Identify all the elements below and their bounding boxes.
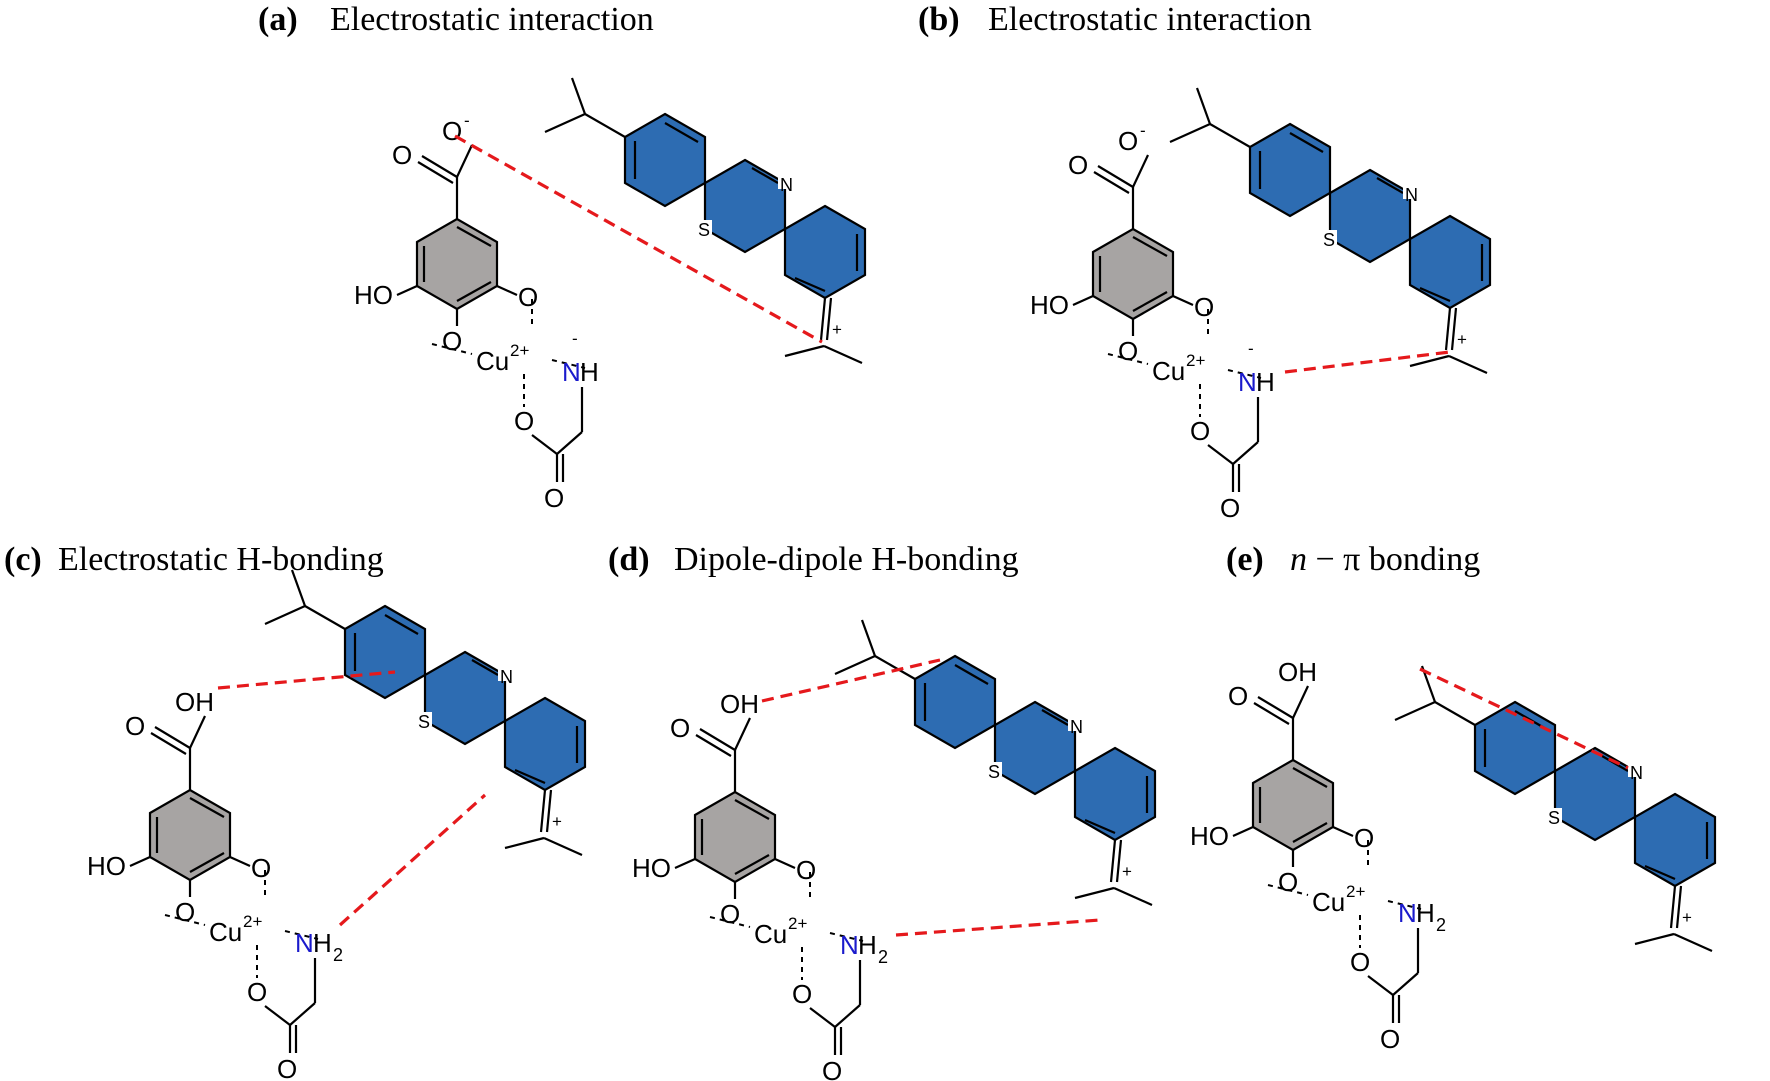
amide-charge-label: - [1248,339,1254,358]
methylene-blue-e [1393,664,1717,953]
copper-complex-e: OH N H 2 [1188,657,1446,1056]
copper-complex-b: O - N H - [1028,121,1275,525]
panel-e-title-text: n − π bonding [1290,541,1480,578]
amine-h-label: H [858,930,877,960]
panel-d-tag: (d) [608,541,650,578]
panel-b-tag: (b) [918,1,960,38]
amine-h-label: H [313,928,332,958]
panel-c-tag: (c) [4,541,42,578]
panel-d-title-text: Dipole-dipole H-bonding [674,541,1019,578]
panel-a-title-text: Electrostatic interaction [330,1,654,38]
panel-c-title-text: Electrostatic H-bonding [58,541,384,578]
copper-complex-d: OH N H 2 [630,689,888,1081]
panel-e-tag: (e) [1226,541,1264,578]
panel-a-title: (a) Electrostatic interaction [258,1,654,38]
amine-h2-label: 2 [878,947,888,967]
amide-n-label: N [562,357,581,387]
acid-oh-label: OH [1278,657,1317,687]
carboxylate-o-label: O [1118,126,1138,156]
panel-a: O - N H - [352,76,867,515]
carboxylate-charge-label: - [1140,121,1146,140]
methylene-blue-c [263,568,587,857]
panel-e-title: (e) n − π bonding [1226,541,1480,578]
amine-h2-label: 2 [333,945,343,965]
panel-e: OH N H 2 [1188,657,1717,1056]
panel-c-title: (c) Electrostatic H-bonding [4,541,384,578]
panel-b: O - N H - [1028,86,1492,525]
acid-oh-label: OH [175,687,214,717]
amine-n-label: N [1398,898,1417,928]
h-bond-line-c1 [217,670,396,690]
panel-a-tag: (a) [258,1,298,38]
panel-b-title: (b) Electrostatic interaction [918,1,1312,38]
panel-d-title: (d) Dipole-dipole H-bonding [608,541,1019,578]
copper-complex-a: O - N H - [352,111,599,515]
panel-c: OH N H 2 [85,568,587,1081]
h-bond-line-d2 [895,918,1101,937]
panel-b-title-text: Electrostatic interaction [988,1,1312,38]
amine-h-label: H [1416,898,1435,928]
carboxylate-o-label: O [442,116,462,146]
copper-complex-c: OH N H 2 [85,687,343,1081]
panel-d: OH N H 2 [630,618,1157,1081]
amine-n-label: N [840,930,859,960]
h-bond-line-c2 [338,793,487,927]
methylene-blue-a [543,76,867,365]
carboxylate-charge-label: - [464,111,470,130]
methylene-blue-b [1168,86,1492,375]
amide-n-label: N [1238,367,1257,397]
amine-h2-label: 2 [1436,915,1446,935]
electrostatic-interaction-line-b [1284,350,1451,374]
amine-n-label: N [295,928,314,958]
h-bond-line-d1 [761,658,941,703]
acid-oh-label: OH [720,689,759,719]
n-pi-interaction-line-e [1419,667,1629,770]
amide-h-label: H [1256,367,1275,397]
methylene-blue-d [833,618,1157,907]
electrostatic-interaction-line-a [454,134,823,344]
amide-h-label: H [580,357,599,387]
amide-charge-label: - [572,329,578,348]
